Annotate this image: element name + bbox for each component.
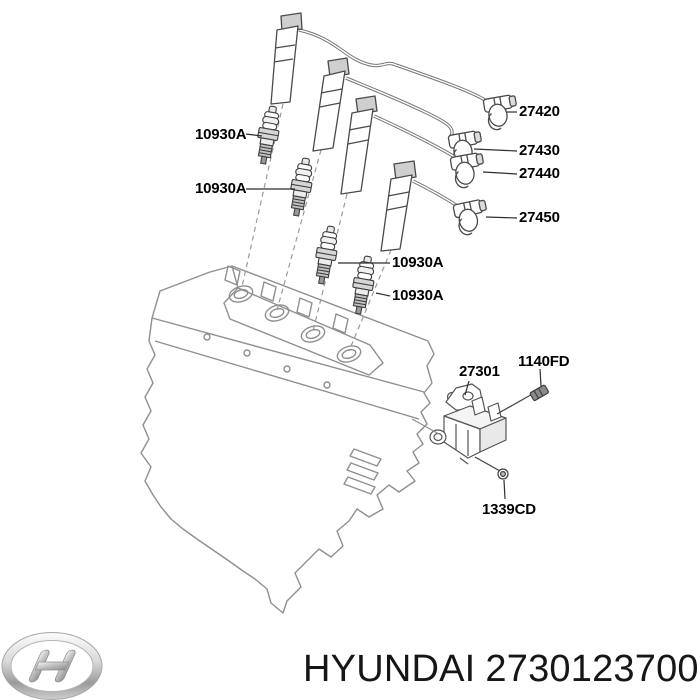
label-coil-bolt: 1140FD [518,353,570,370]
ignition-cable-2-drawing [312,57,486,168]
ignition-cable-set [270,12,521,252]
label-ignition-cable-3: 27440 [519,165,560,182]
brand-name: HYUNDAI [303,648,476,690]
label-ignition-coil: 27301 [459,363,500,380]
label-spark-plug-3: 10930A [392,254,444,271]
ignition-cable-4-drawing [380,160,492,252]
ignition-coil-drawing [429,383,507,465]
ignition-cable-3-drawing [340,95,488,195]
spark-plug-tube-openings [228,285,362,363]
hyundai-logo-icon [1,632,103,700]
label-spark-plug-4: 10930A [392,287,444,304]
spark-plug-2-drawing [285,156,317,218]
label-ignition-cable-4: 27450 [519,209,560,226]
label-leader-lines [245,111,542,500]
part-number: 2730123700 [485,648,699,690]
coil-bolt-drawing [496,384,549,415]
spark-plug-4-drawing [347,254,379,316]
label-ignition-cable-1: 27420 [519,103,560,120]
spark-plug-3-drawing [310,224,342,286]
label-spark-plug-1: 10930A [195,126,247,143]
coil-nut-drawing [474,456,509,480]
label-spark-plug-2: 10930A [195,180,247,197]
engine-block-drawing [140,265,435,614]
label-ignition-cable-2: 27430 [519,142,560,159]
label-coil-nut: 1339CD [482,501,536,518]
ignition-cable-1-drawing [270,12,521,132]
